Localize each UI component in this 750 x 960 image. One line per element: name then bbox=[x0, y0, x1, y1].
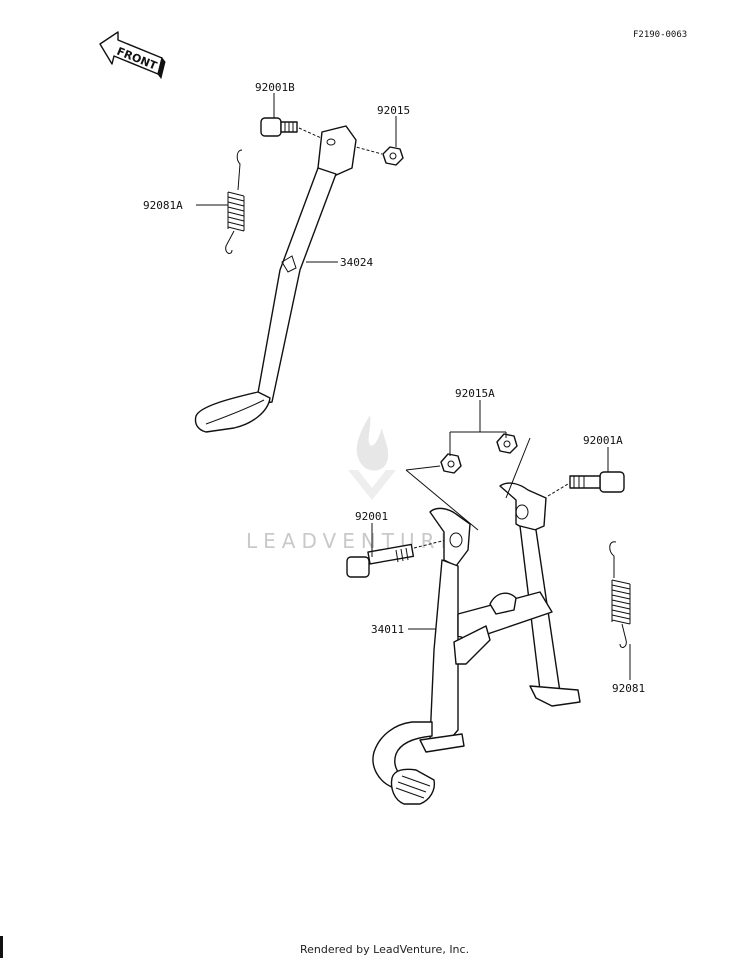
bolt-92001b bbox=[260, 117, 331, 143]
watermark: LEADVENTURE bbox=[246, 529, 459, 553]
leader-lines bbox=[196, 93, 631, 680]
callout-34024: 34024 bbox=[340, 256, 373, 269]
spring-92081a bbox=[225, 149, 245, 254]
callout-92081: 92081 bbox=[612, 682, 645, 695]
front-arrow-icon: FRONT bbox=[99, 31, 166, 80]
bolt-92001 bbox=[346, 539, 447, 578]
watermark-logo bbox=[348, 415, 396, 500]
callout-34011: 34011 bbox=[371, 623, 404, 636]
callout-92081a: 92081A bbox=[143, 199, 183, 212]
nut-92015a-right bbox=[496, 433, 518, 454]
callout-92001: 92001 bbox=[355, 510, 388, 523]
side-stand-34024 bbox=[194, 125, 357, 433]
callout-92001a: 92001A bbox=[583, 434, 623, 447]
callout-92001b: 92001B bbox=[255, 81, 295, 94]
callout-92015: 92015 bbox=[377, 104, 410, 117]
bolt-92001a bbox=[547, 471, 625, 497]
center-stand-34011 bbox=[372, 482, 581, 805]
callout-92015a: 92015A bbox=[455, 387, 495, 400]
margin-mark bbox=[0, 936, 3, 958]
nut-92015a-left bbox=[440, 453, 462, 474]
spring-92081 bbox=[609, 541, 631, 648]
footer-text: Rendered by LeadVenture, Inc. bbox=[300, 943, 469, 956]
nut-92015 bbox=[351, 145, 404, 166]
figure-code: F2190-0063 bbox=[633, 30, 687, 40]
